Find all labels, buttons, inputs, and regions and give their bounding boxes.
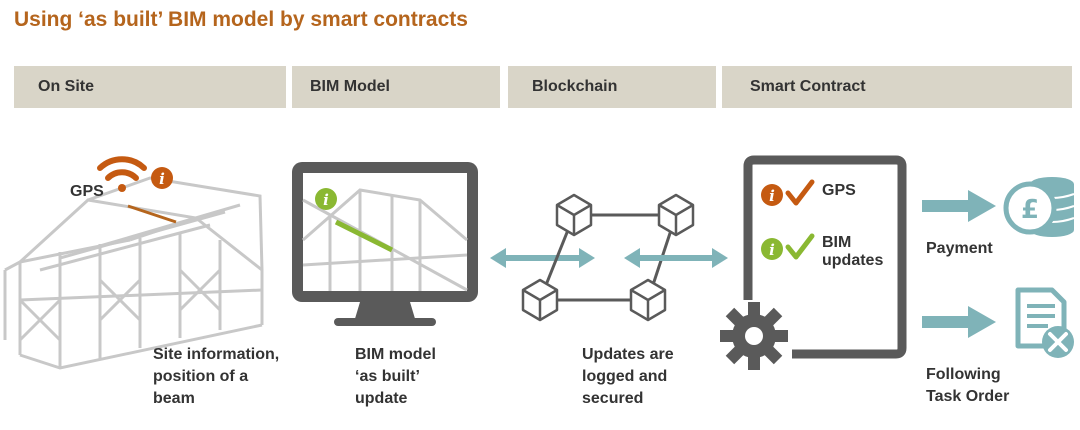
double-arrow-icon <box>624 248 728 268</box>
diagram-title: Using ‘as built’ BIM model by smart cont… <box>14 8 468 31</box>
double-arrow-icon <box>490 248 595 268</box>
header-label: On Site <box>38 78 95 95</box>
checkmark-icon-orange <box>785 179 815 206</box>
info-icon-green: i <box>761 238 783 260</box>
blockchain-network-icon <box>521 193 695 322</box>
caption-blockchain: Updates are logged and secured <box>582 346 674 407</box>
svg-text:i: i <box>159 170 165 188</box>
svg-text:i: i <box>769 241 775 259</box>
caption-payment: Payment <box>926 240 993 257</box>
header-label: Blockchain <box>532 78 618 95</box>
task-document-icon <box>1015 287 1074 358</box>
caption-site-information: Site information, position of a beam <box>153 346 280 407</box>
info-icon-orange: i <box>761 184 783 206</box>
arrow-right-icon <box>922 306 996 338</box>
info-icon-orange: i <box>151 167 173 189</box>
svg-text:£: £ <box>1021 195 1039 225</box>
coins-pound-icon: £ <box>1003 177 1075 237</box>
header-on-site: On Site <box>14 66 286 108</box>
caption-task-order: Following Task Order <box>926 366 1010 405</box>
svg-text:i: i <box>323 191 329 209</box>
wifi-icon <box>97 156 147 192</box>
gps-label: GPS <box>70 183 104 200</box>
smart-contract-gps-text: GPS <box>822 182 856 199</box>
caption-bim-update: BIM model ‘as built’ update <box>355 346 436 407</box>
header-label: BIM Model <box>310 78 390 95</box>
svg-text:i: i <box>769 187 775 205</box>
gear-icon <box>720 302 788 370</box>
header-blockchain: Blockchain <box>508 66 716 108</box>
highlighted-beam <box>127 204 177 224</box>
header-smart-contract: Smart Contract <box>722 66 1072 108</box>
contract-document-icon <box>743 155 907 359</box>
header-label: Smart Contract <box>750 78 866 95</box>
info-icon-green: i <box>315 188 337 210</box>
checkmark-icon-green <box>785 233 815 260</box>
smart-contract-bim-text: BIM updates <box>822 234 884 269</box>
bim-highlighted-beam <box>334 219 394 253</box>
header-bim-model: BIM Model <box>292 66 500 108</box>
arrow-right-icon <box>922 190 996 222</box>
